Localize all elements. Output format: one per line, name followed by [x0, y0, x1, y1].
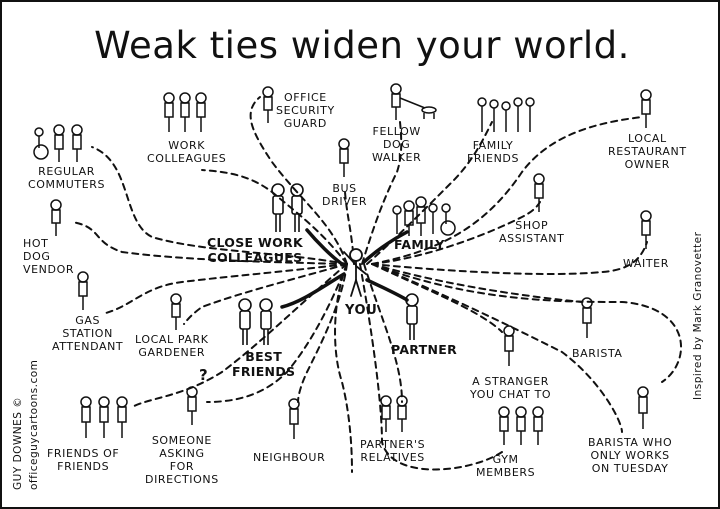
label-local-restaurant-owner: LOCAL RESTAURANT OWNER	[608, 132, 687, 171]
figure-security-guard	[259, 85, 277, 129]
link-waiter	[371, 241, 648, 275]
figure-regular-commuters	[32, 122, 88, 168]
label-barista: BARISTA	[572, 347, 623, 360]
label-waiter: WAITER	[623, 257, 669, 270]
strong-tie-family	[362, 230, 409, 264]
figure-barista-tuesday	[633, 385, 653, 435]
figure-best-friends	[234, 297, 278, 351]
figure-family	[390, 194, 460, 242]
label-gym-members: GYM MEMBERS	[476, 453, 536, 479]
link-bus-driver	[344, 191, 355, 265]
label-gas-station-attendant: GAS STATION ATTENDANT	[52, 314, 124, 353]
label-fellow-dog-walker: FELLOW DOG WALKER	[372, 125, 422, 164]
link-gardener	[183, 263, 348, 325]
figure-gardener	[166, 292, 186, 336]
link-barista-tuesday	[371, 263, 683, 383]
figure-neighbour	[284, 397, 304, 445]
label-neighbour: NEIGHBOUR	[253, 451, 326, 464]
figure-waiter	[636, 209, 656, 255]
label-family: FAMILY	[394, 237, 445, 252]
figure-close-work-colleagues	[268, 182, 308, 240]
figure-work-colleagues	[160, 90, 210, 138]
label-bus-driver: BUS DRIVER	[322, 182, 368, 208]
figure-friends-of-friends	[77, 394, 133, 444]
figure-family-friends	[475, 94, 537, 138]
figure-gym-members	[495, 405, 547, 451]
link-someone-asking	[206, 263, 348, 403]
link-dog-walker	[361, 121, 403, 265]
strong-tie-close-colleagues	[305, 228, 344, 266]
figure-someone-asking	[182, 385, 202, 431]
label-friends-of-friends: FRIENDS OF FRIENDS	[47, 447, 120, 473]
figure-stranger	[499, 324, 519, 372]
label-barista-tuesday: BARISTA WHO ONLY WORKS ON TUESDAY	[588, 436, 673, 475]
figure-shop-assistant	[529, 172, 549, 218]
link-regular-commuters	[91, 146, 348, 265]
link-restaurant-owner	[371, 116, 643, 265]
credit-inspiration: Inspired by Mark Granovetter	[692, 231, 704, 400]
label-you: YOU	[345, 303, 378, 318]
link-shop-assistant	[371, 201, 541, 265]
figure-you	[339, 246, 373, 305]
figure-partner	[400, 292, 424, 346]
link-barista	[371, 263, 583, 303]
link-neighbour	[297, 263, 348, 403]
link-extra-1	[334, 263, 353, 473]
strong-tie-best-friends	[280, 272, 346, 309]
label-office-security-guard: OFFICE SECURITY GUARD	[276, 91, 335, 130]
label-someone-asking: SOMEONE ASKING FOR DIRECTIONS	[145, 434, 219, 486]
link-gym-members	[359, 263, 503, 471]
credit-website: officeguycartoons.com	[28, 359, 40, 490]
figure-hot-dog-vendor	[46, 198, 66, 242]
label-partners-relatives: PARTNER'S RELATIVES	[360, 438, 426, 464]
link-partners-relatives	[363, 263, 403, 403]
link-family-friends	[366, 121, 493, 265]
link-extra-2	[371, 263, 623, 433]
figure-restaurant-owner	[636, 88, 656, 134]
link-hot-dog-vendor	[71, 221, 348, 265]
label-local-park-gardener: LOCAL PARK GARDENER	[135, 333, 209, 359]
figure-barista	[577, 296, 597, 344]
page-title: Weak ties widen your world.	[94, 24, 630, 67]
credit-author: GUY DOWNES ©	[12, 396, 24, 490]
label-best-friends: BEST FRIENDS	[232, 349, 296, 379]
label-stranger: A STRANGER YOU CHAT TO	[470, 375, 552, 401]
link-gas-station	[101, 263, 348, 315]
label-work-colleagues: WORK COLLEAGUES	[147, 139, 227, 165]
figure-gas-station-attendant	[73, 270, 93, 316]
strong-tie-partner	[365, 278, 409, 302]
label-family-friends: FAMILY FRIENDS	[467, 139, 520, 165]
label-regular-commuters: REGULAR COMMUTERS	[28, 165, 106, 191]
label-shop-assistant: SHOP ASSISTANT	[499, 219, 565, 245]
figure-bus-driver	[334, 137, 354, 183]
link-stranger	[371, 263, 503, 333]
question-mark: ?	[199, 366, 209, 384]
label-partner: PARTNER	[391, 342, 458, 357]
label-hot-dog-vendor: HOT DOG VENDOR	[23, 237, 75, 276]
link-security-guard	[249, 96, 348, 265]
figure-partners-relatives	[377, 394, 411, 438]
label-close-work-colleagues: CLOSE WORK COLLEAGUES	[207, 235, 303, 265]
figure-dog-walker	[387, 82, 439, 126]
